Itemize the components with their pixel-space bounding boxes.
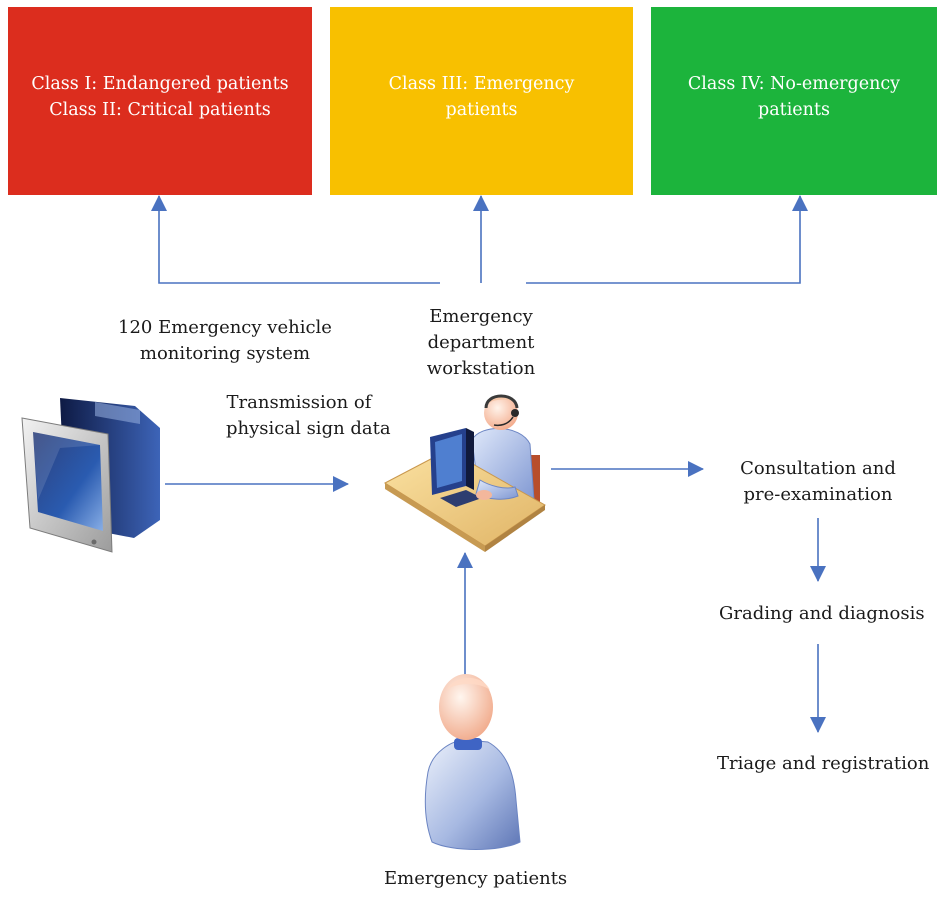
consultation-line2: pre-examination [743, 484, 893, 505]
transmission-line1: Transmission of [226, 392, 372, 413]
class-4-label-line1: Class IV: No-emergency [687, 74, 901, 94]
workstation-line3: workstation [426, 358, 536, 379]
class-4-label-line2: patients [758, 100, 830, 120]
arrow-to-class-1-2 [151, 195, 440, 284]
class-3-label-line1: Class III: Emergency [388, 74, 575, 94]
patients-label: Emergency patients [384, 868, 568, 889]
triage-label: Triage and registration [717, 753, 930, 774]
consultation-line1: Consultation and [740, 458, 896, 479]
workstation-line2: department [427, 332, 535, 353]
monitoring-system-label: 120 Emergency vehicle monitoring system [118, 315, 332, 367]
class-2-label: Class II: Critical patients [49, 100, 271, 120]
workstation-label: Emergency department workstation [419, 304, 543, 382]
transmission-line2: physical sign data [226, 418, 391, 439]
arrow-to-class-4 [526, 195, 808, 284]
transmission-label: Transmission of physical sign data [226, 390, 391, 442]
monitoring-line1: 120 Emergency vehicle [118, 317, 332, 338]
consultation-label: Consultation and pre-examination [725, 456, 911, 508]
class-1-label: Class I: Endangered patients [31, 74, 289, 94]
class-1-2-box: Class I: Endangered patients Class II: C… [8, 7, 312, 195]
class-3-label-line2: patients [445, 100, 518, 120]
grading-label: Grading and diagnosis [719, 603, 925, 624]
workstation-line1: Emergency [429, 306, 533, 327]
monitoring-line2: monitoring system [139, 343, 311, 364]
class-3-box: Class III: Emergency patients [330, 7, 633, 195]
class-4-box: Class IV: No-emergency patients [651, 7, 937, 195]
